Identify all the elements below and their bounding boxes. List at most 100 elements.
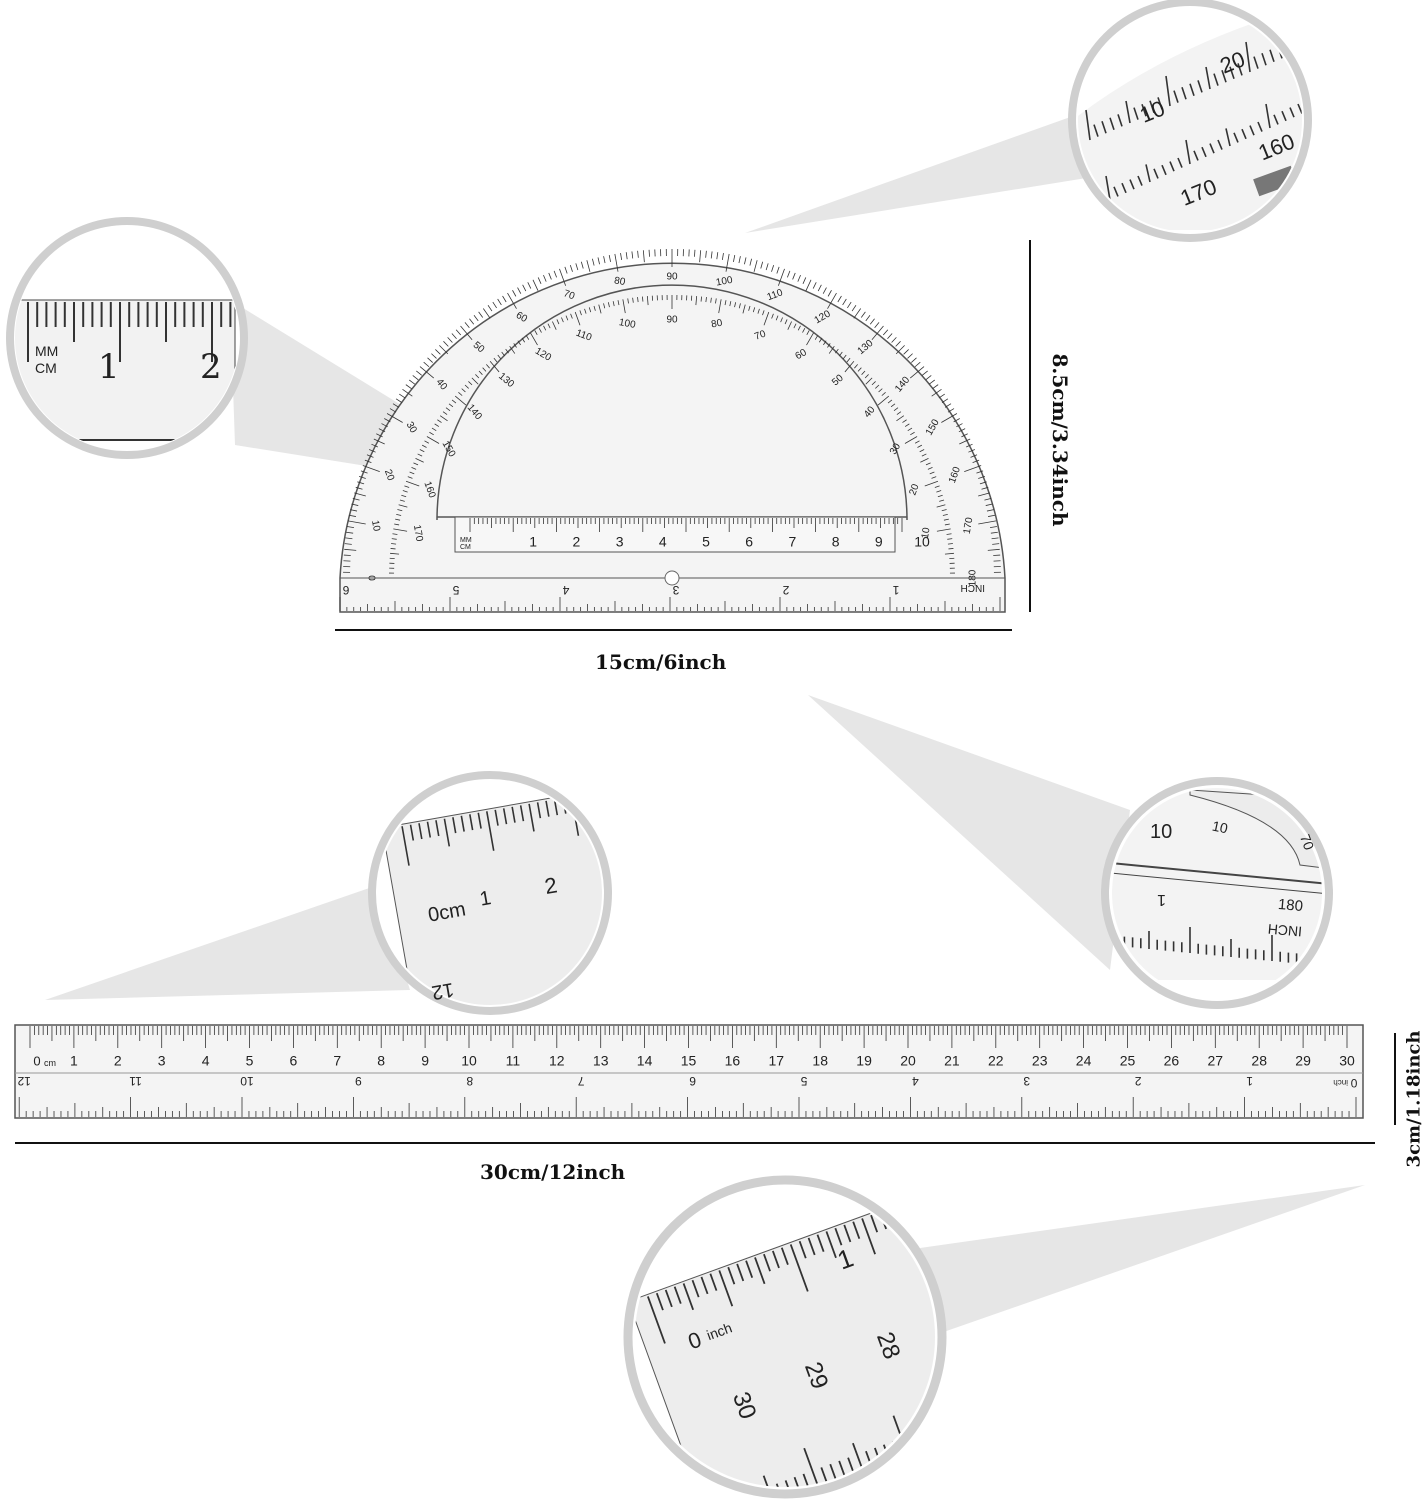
zoom-degrees-tick bbox=[1217, 139, 1223, 150]
zoom-ruler-inch-tick bbox=[762, 1475, 775, 1487]
zoom-ruler-inch-tick bbox=[825, 1231, 837, 1259]
protractor-inner-tick bbox=[396, 513, 402, 516]
protractor-outer-tick bbox=[753, 260, 758, 272]
protractor-inner-tick bbox=[944, 523, 950, 526]
protractor-outer-tick bbox=[586, 260, 591, 272]
protractor-outer-tick bbox=[386, 413, 403, 423]
zoom-ruler-cm-number-2: 2 bbox=[543, 872, 559, 899]
protractor-outer-tick bbox=[891, 337, 897, 343]
zoom-ruler-inch-tick bbox=[852, 1442, 864, 1470]
protractor-inner-tick bbox=[854, 364, 858, 369]
protractor-inner-tick bbox=[517, 340, 521, 346]
protractor-inner-tick bbox=[437, 419, 442, 423]
protractor-outer-tick bbox=[733, 254, 736, 262]
protractor-outer-tick bbox=[482, 308, 491, 319]
protractor-inner-degree-label: 80 bbox=[710, 318, 723, 331]
protractor-inner-tick bbox=[871, 381, 876, 386]
protractor-inner-tick bbox=[497, 354, 502, 360]
zoom-ruler-inch-tick bbox=[673, 1286, 682, 1304]
protractor-outer-tick bbox=[802, 277, 807, 285]
protractor-outer-tick bbox=[721, 252, 724, 261]
protractor-inner-tick bbox=[593, 305, 596, 311]
protractor-outer-tick bbox=[871, 325, 884, 341]
protractor-outer-tick bbox=[439, 345, 449, 355]
protractor-inner-tick bbox=[705, 297, 707, 303]
zoom-ruler-inch-tick bbox=[973, 1412, 978, 1427]
ruler-cm-number: 10 bbox=[461, 1053, 477, 1069]
zoom-degrees-tick bbox=[1338, 86, 1342, 96]
zoom-ruler-inch-tick bbox=[982, 1409, 987, 1424]
protractor-outer-tick bbox=[447, 337, 453, 343]
ruler-cm-number: 22 bbox=[988, 1053, 1004, 1069]
protractor-outer-tick bbox=[435, 349, 441, 355]
zoom-ruler-cm-tick bbox=[545, 800, 550, 817]
protractor-inner-tick bbox=[929, 471, 935, 475]
zoom-ruler-inch-tick bbox=[1000, 1402, 1005, 1417]
protractor-inner-degree-label: 110 bbox=[574, 328, 593, 344]
zoom-degrees-tick bbox=[1149, 100, 1155, 114]
zoom-degrees-tick bbox=[1213, 73, 1219, 86]
protractor-outer-tick bbox=[478, 311, 484, 318]
protractor-inch-ticks bbox=[339, 597, 1001, 611]
ruler-cm-number: 18 bbox=[812, 1053, 828, 1069]
protractor-inner-tick bbox=[475, 374, 480, 379]
protractor-outer-tick bbox=[614, 253, 619, 272]
protractor-outer-tick bbox=[559, 268, 567, 286]
protractor-inner-tick bbox=[632, 297, 634, 303]
zoom-ruler-inch-tick bbox=[709, 1273, 718, 1291]
zoom-ruler-inch-tick bbox=[793, 1476, 801, 1487]
protractor-outer-tick bbox=[346, 526, 355, 529]
protractor-inner-tick bbox=[936, 490, 942, 493]
protractor-inner-tick bbox=[505, 348, 509, 354]
protractor-cm-number: 1 bbox=[529, 534, 537, 550]
zoom-degrees: 10 20 160 170 bbox=[1068, 0, 1342, 242]
protractor-outer-tick bbox=[392, 403, 400, 408]
protractor-outer-tick bbox=[360, 470, 368, 474]
protractor-outer-tick bbox=[543, 274, 547, 282]
protractor-outer-tick bbox=[787, 270, 791, 278]
zoom-ruler-inch-tick bbox=[1009, 1399, 1014, 1414]
protractor-outer-tick bbox=[792, 272, 796, 280]
protractor-outer-tick bbox=[564, 266, 568, 274]
ruler-cm-number: 14 bbox=[637, 1053, 653, 1069]
zoom-degrees-tick bbox=[1269, 49, 1275, 63]
protractor-inner-tick bbox=[695, 296, 698, 306]
protractor-outer-tick bbox=[575, 263, 579, 271]
protractor-inner-tick bbox=[941, 509, 947, 512]
ruler-inch-ticks bbox=[18, 1097, 1357, 1117]
zoom-degrees-tick bbox=[1185, 139, 1191, 165]
protractor-outer-tick bbox=[409, 379, 416, 385]
ruler-cm-number: 13 bbox=[593, 1053, 609, 1069]
protractor-outer-tick bbox=[956, 423, 963, 428]
protractor-inner-tick bbox=[547, 323, 551, 329]
protractor-inner-tick bbox=[797, 325, 801, 331]
protractor-outer-tick bbox=[378, 428, 386, 433]
zoom-ruler-cm-tick bbox=[587, 793, 592, 810]
protractor-outer-tick bbox=[492, 301, 497, 309]
ruler-inch-number: 3 bbox=[1023, 1074, 1030, 1088]
protractor-inner-tick bbox=[947, 543, 953, 545]
protractor-outer-tick bbox=[986, 509, 994, 512]
protractor-outer-tick bbox=[959, 438, 971, 445]
protractor-inner-tick bbox=[934, 485, 940, 488]
protractor-outer-degree-label: 30 bbox=[404, 420, 419, 436]
protractor-outer-tick bbox=[744, 257, 747, 265]
protractor-outer-tick bbox=[348, 514, 356, 517]
zoom-base-inch-number: 1 bbox=[1157, 891, 1166, 908]
ruler-cm-number: 1 bbox=[70, 1053, 78, 1069]
protractor-inner-tick bbox=[493, 357, 498, 363]
protractor-outer-tick bbox=[487, 305, 493, 312]
zoom-ruler-inch-tick bbox=[852, 1221, 861, 1239]
protractor-outer-degree-label: 90 bbox=[666, 272, 678, 283]
protractor-outer-tick bbox=[469, 318, 475, 325]
zoom-ruler-cm-tick bbox=[579, 794, 584, 811]
protractor-cm-number: 2 bbox=[573, 534, 581, 550]
zoom-ruler-cm-tick bbox=[511, 806, 516, 823]
zoom-ruler-cm-tick bbox=[641, 993, 646, 1023]
ruler-inch-number: 0 bbox=[1350, 1076, 1357, 1090]
zoom-ruler-cm-tick bbox=[519, 805, 525, 822]
zoom-ruler-cm-tick bbox=[409, 824, 415, 841]
protractor-inner-tick bbox=[442, 411, 448, 415]
protractor-outer-tick bbox=[384, 418, 391, 423]
zoom-ruler-cm-tick bbox=[452, 817, 457, 834]
